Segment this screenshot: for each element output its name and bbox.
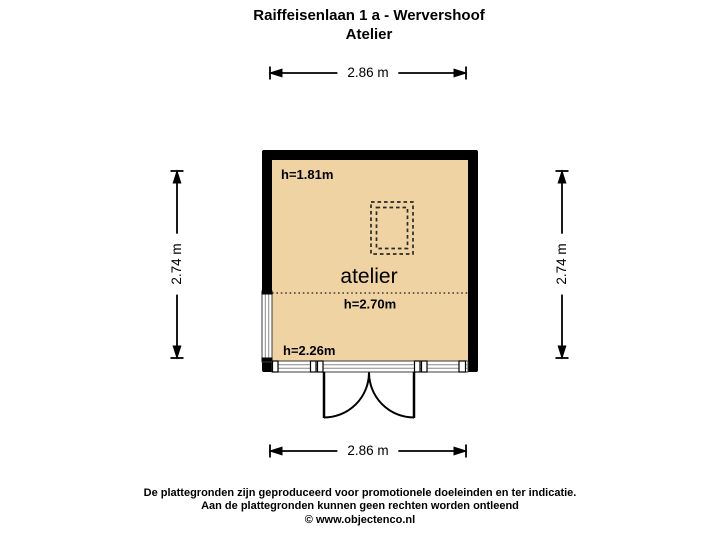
disclaimer-line-2: Aan de plattegronden kunnen geen rechten… <box>201 500 519 513</box>
door-swing-arc-left <box>323 372 370 419</box>
dimension-line-right <box>555 169 569 360</box>
floor-area <box>272 160 468 362</box>
window-left <box>261 290 273 363</box>
mullion <box>309 360 317 373</box>
arrow-down-icon <box>557 345 567 360</box>
page-title: Raiffeisenlaan 1 a - Wervershoof <box>253 7 485 24</box>
door-swing-arc-right <box>368 372 415 419</box>
mullion <box>458 360 467 373</box>
disclaimer-line-1: De plattegronden zijn geproduceerd voor … <box>143 487 577 499</box>
arrow-down-icon <box>172 345 182 360</box>
footer-disclaimer: De plattegronden zijn geproduceerd voor … <box>0 487 720 527</box>
window-strip-bottom <box>271 360 469 373</box>
arrow-up-icon <box>557 169 567 184</box>
arrow-left-icon <box>268 68 283 78</box>
arrow-right-icon <box>453 446 468 456</box>
title-block: Raiffeisenlaan 1 a - Wervershoof Atelier <box>18 6 720 44</box>
dimension-line-bottom <box>268 444 468 458</box>
dimension-line-left <box>170 169 184 360</box>
mullion <box>316 360 324 373</box>
double-door <box>322 372 416 419</box>
arrow-right-icon <box>453 68 468 78</box>
mullion <box>271 360 279 373</box>
mullion <box>420 360 428 373</box>
arrow-left-icon <box>268 446 283 456</box>
dimension-line-top <box>268 66 468 80</box>
skylight-dashed-outline <box>370 201 414 255</box>
mullion <box>413 360 421 373</box>
arrow-up-icon <box>172 169 182 184</box>
copyright-line: © www.objectenco.nl <box>304 513 416 526</box>
page-subtitle: Atelier <box>345 26 393 43</box>
